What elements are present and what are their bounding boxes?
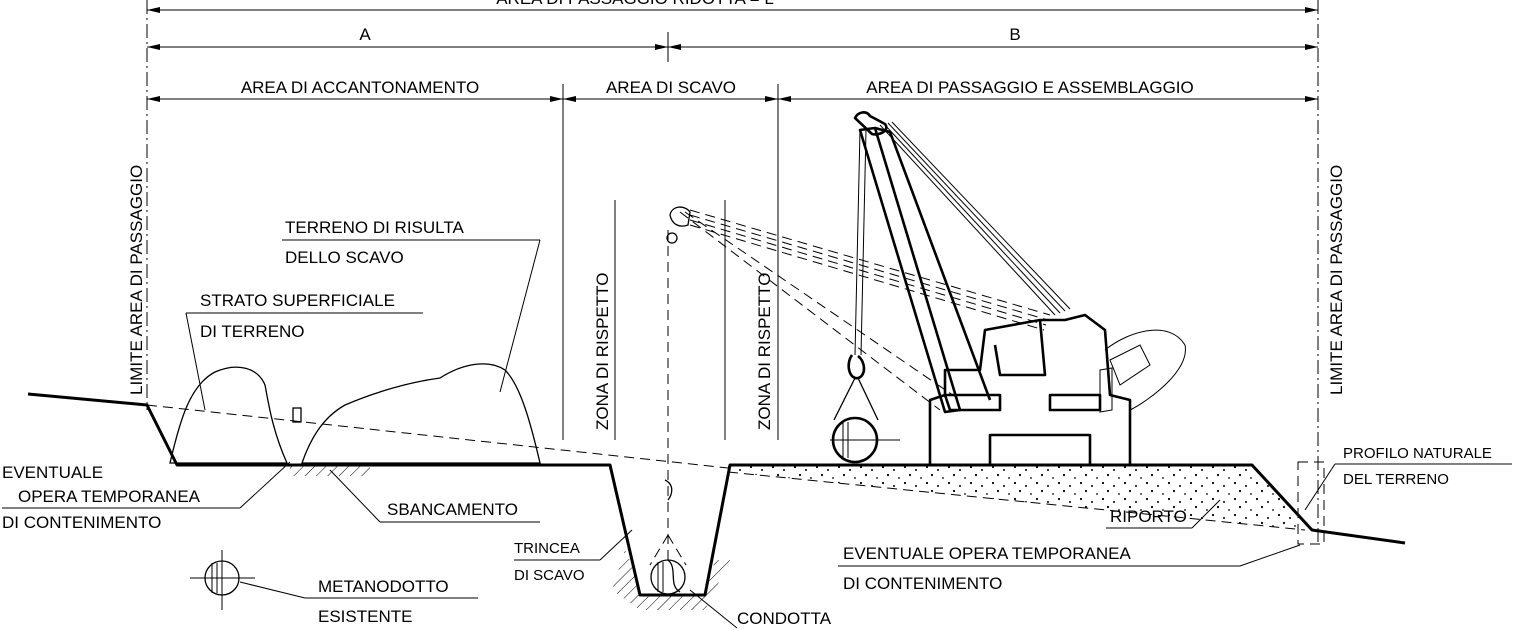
natural-profile-dashed <box>146 404 729 469</box>
trench-hatch <box>612 550 730 610</box>
ground-line <box>27 392 1406 597</box>
sbancamento-hatch <box>290 466 370 476</box>
sbancamento-leader <box>329 469 381 523</box>
area-passaggio-label: AREA DI PASSAGGIO E ASSEMBLAGGIO <box>866 78 1194 97</box>
strato-superficiale-label-1: STRATO SUPERFICIALE <box>200 291 395 310</box>
area-scavo-label: AREA DI SCAVO <box>606 78 736 97</box>
metanodotto-pipe <box>190 550 255 610</box>
riporto-dashed-line <box>727 471 1306 531</box>
dimension-lines <box>147 7 1318 440</box>
metanodotto-label-1: METANODOTTO <box>318 577 449 596</box>
dim-a-label: A <box>359 25 371 44</box>
zona-rispetto-label-1: ZONA DI RISPETTO <box>593 273 612 430</box>
eventuale-right-label-1: EVENTUALE OPERA TEMPORANEA <box>843 544 1131 563</box>
limite-left-label: LIMITE AREA DI PASSAGGIO <box>127 165 146 395</box>
riporto-fill <box>728 465 1310 530</box>
sideboom-pipelayer <box>666 111 1186 467</box>
suspended-pipe <box>830 416 900 464</box>
terreno-risulta-leader <box>499 239 541 393</box>
terreno-risulta-mound <box>301 363 541 464</box>
profilo-label-1: PROFILO NATURALE <box>1343 445 1492 462</box>
profilo-label-2: DEL TERRENO <box>1343 471 1449 488</box>
riporto-label: RIPORTO <box>1110 507 1187 526</box>
condotta-pipe <box>650 559 686 595</box>
eventuale-right-label-2: DI CONTENIMENTO <box>843 574 1002 593</box>
eventuale-right-leader <box>1239 544 1301 567</box>
terreno-risulta-label-1: TERRENO DI RISULTA <box>285 218 464 237</box>
eventuale-left-label-3: DI CONTENIMENTO <box>2 513 161 532</box>
sbancamento-label: SBANCAMENTO <box>387 500 518 519</box>
condotta-label: CONDOTTA <box>737 609 832 628</box>
eventuale-left-label-1: EVENTUALE <box>2 463 103 482</box>
eventuale-left-label-2: OPERA TEMPORANEA <box>18 487 201 506</box>
strato-superficiale-label-2: DI TERRENO <box>200 322 305 341</box>
metanodotto-leader <box>239 581 306 599</box>
limite-right-label: LIMITE AREA DI PASSAGGIO <box>1327 165 1346 395</box>
terreno-risulta-label-2: DELLO SCAVO <box>285 248 404 267</box>
zona-rispetto-label-2: ZONA DI RISPETTO <box>755 273 774 430</box>
sling-dashed-right <box>667 534 687 566</box>
trincea-leader <box>599 529 633 561</box>
condotta-leader <box>689 589 738 629</box>
sling-dashed-left <box>649 534 669 566</box>
stake-marker <box>292 407 302 423</box>
area-accantonamento-label: AREA DI ACCANTONAMENTO <box>241 78 479 97</box>
dim-b-label: B <box>1009 25 1020 44</box>
riporto-leader <box>1191 499 1221 529</box>
metanodotto-label-2: ESISTENTE <box>318 607 412 626</box>
eventuale-left-leader <box>239 461 291 509</box>
top-dimension-label: AREA DI PASSAGGIO RIDOTTA = L <box>496 0 774 8</box>
temporary-structure-right <box>1297 461 1325 545</box>
trincea-label-1: TRINCEA <box>514 540 580 557</box>
strato-superficiale-mound <box>169 366 289 464</box>
profilo-leader <box>1304 463 1336 511</box>
strato-superficiale-leader <box>185 312 206 411</box>
trincea-label-2: DI SCAVO <box>514 567 585 584</box>
hook-symbol <box>664 479 673 501</box>
